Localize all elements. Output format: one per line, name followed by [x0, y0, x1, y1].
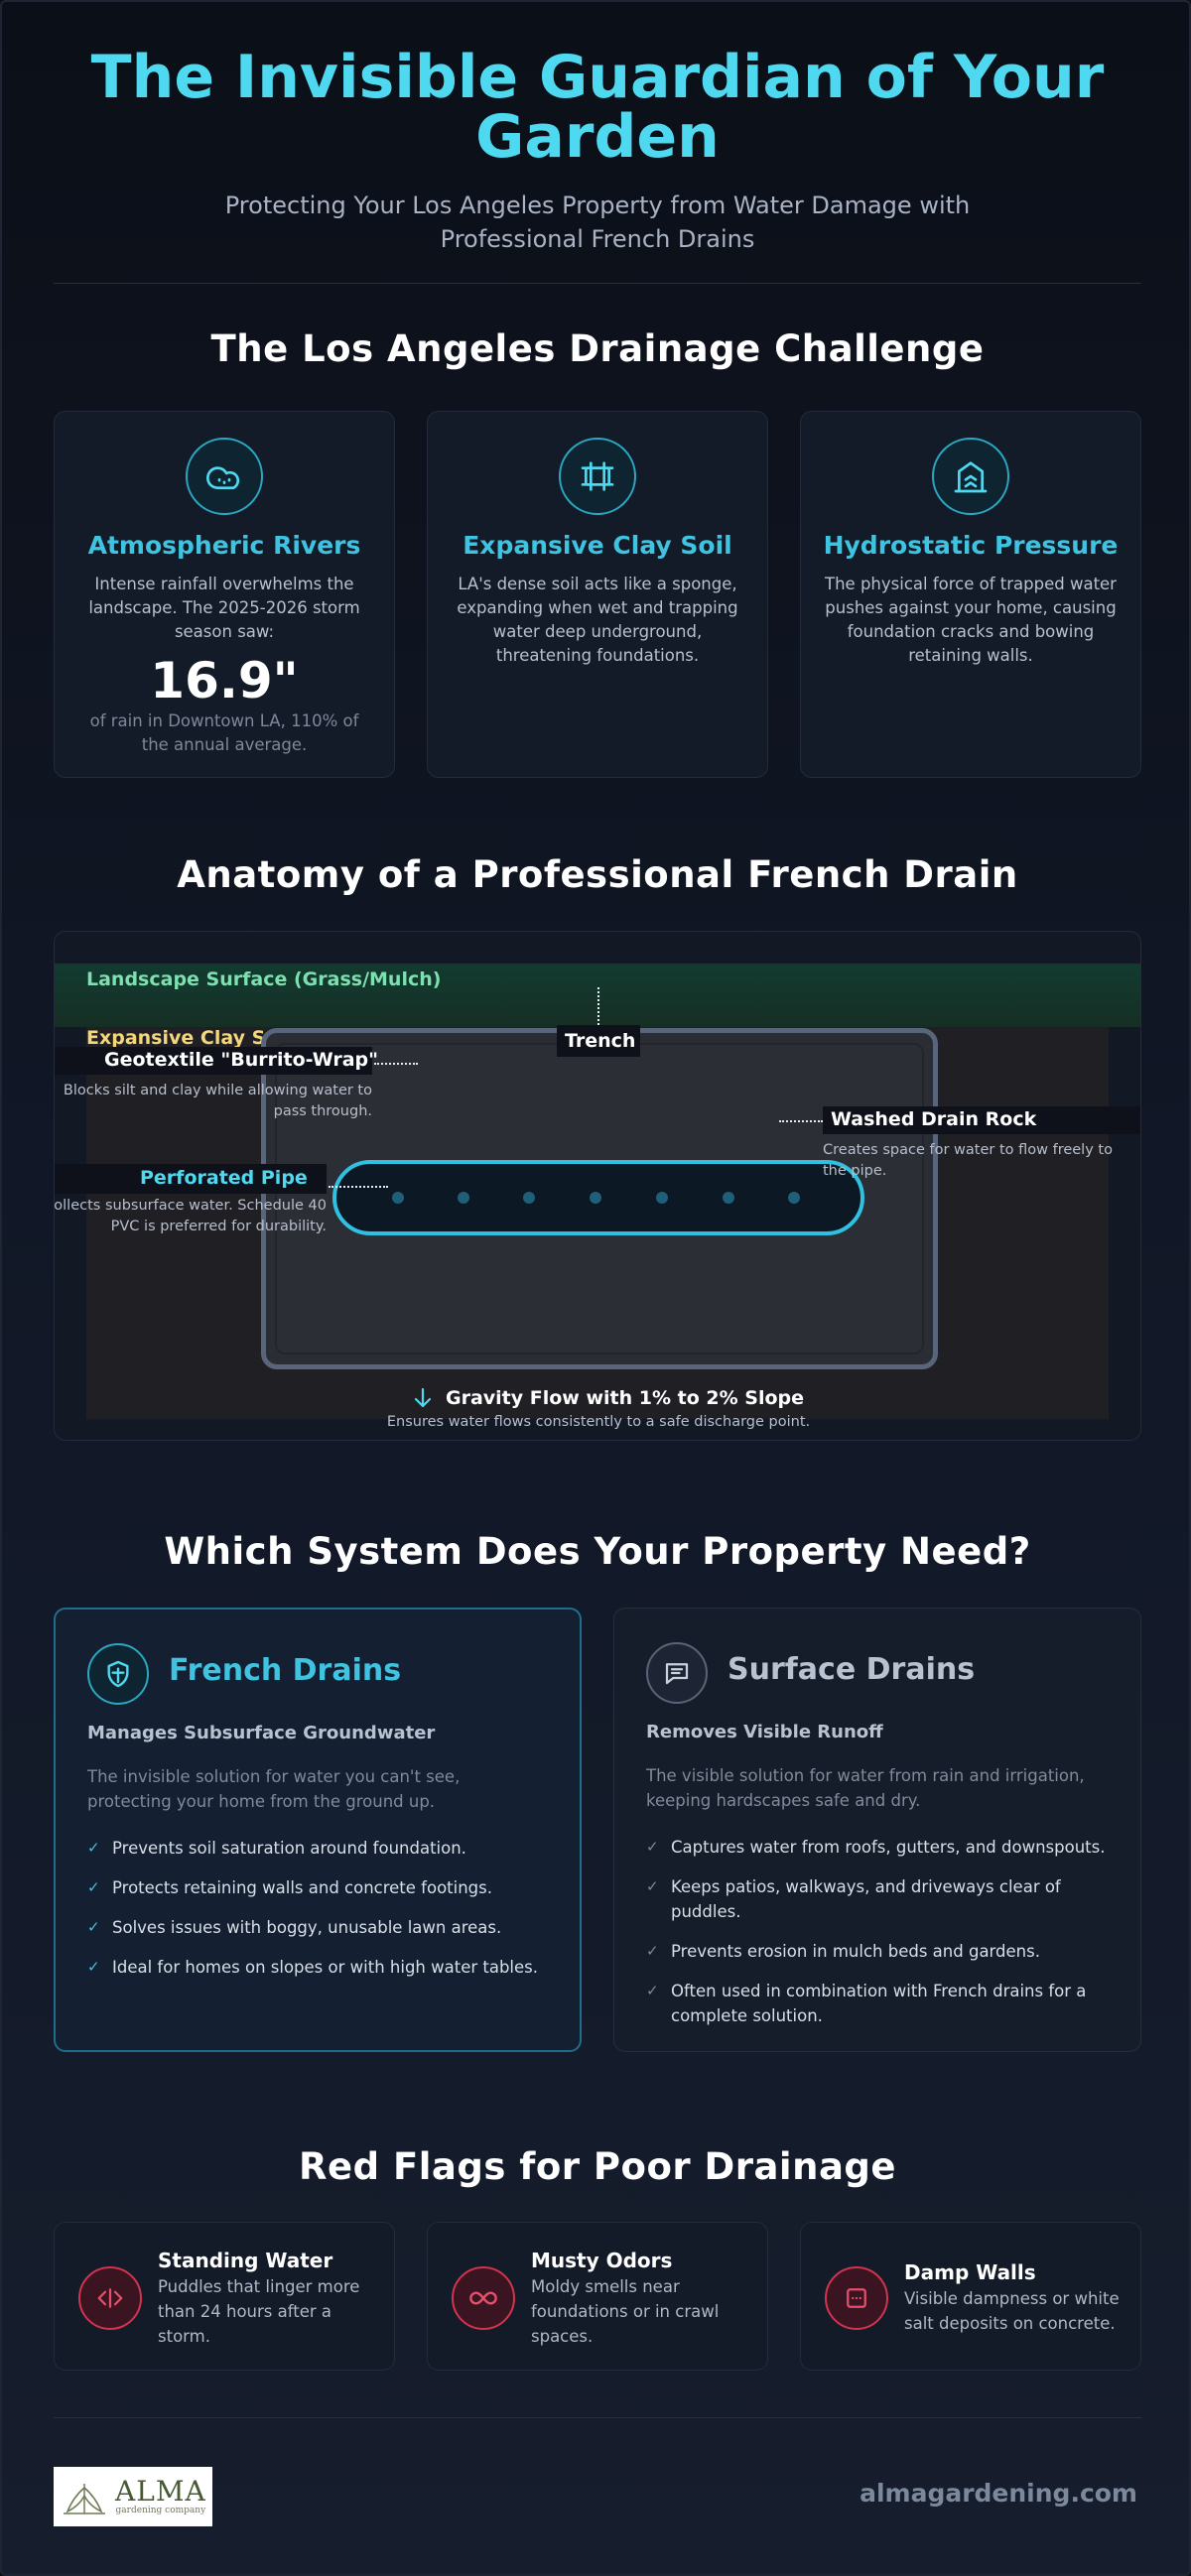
square-dots-icon [825, 2266, 888, 2330]
flag-text: Puddles that linger more than 24 hours a… [158, 2277, 360, 2346]
arrow-down-icon [412, 1386, 434, 1410]
flag-card-standing-water: Standing Water Puddles that linger more … [54, 2222, 395, 2371]
list-item: ✓Keeps patios, walkways, and driveways c… [646, 1877, 1061, 1921]
pipe-hole [523, 1192, 535, 1204]
flow-label: Gravity Flow with 1% to 2% Slope [446, 1387, 804, 1409]
list-item: ✓Ideal for homes on slopes or with high … [87, 1958, 538, 1977]
infinity-icon [452, 2266, 515, 2330]
card-text: LA's dense soil acts like a sponge, expa… [457, 575, 738, 665]
challenge-card-pressure: Hydrostatic Pressure The physical force … [800, 411, 1141, 778]
section-title-systems: Which System Does Your Property Need? [164, 1530, 1031, 1573]
section-title-challenge: The Los Angeles Drainage Challenge [210, 327, 985, 370]
page-subtitle: Protecting Your Los Angeles Property fro… [224, 192, 971, 253]
pipe-hole [723, 1192, 734, 1204]
challenge-card-clay: Expansive Clay Soil LA's dense soil acts… [427, 411, 768, 778]
flag-card-damp-walls: Damp Walls Visible dampness or white sal… [800, 2222, 1141, 2371]
surface-drains-title: Surface Drains [728, 1652, 976, 1687]
rain-stat-note: of rain in Downtown LA, 110% of the annu… [89, 711, 359, 754]
divider [54, 2417, 1141, 2418]
card-text: The physical force of trapped water push… [825, 575, 1117, 665]
french-drains-card: French Drains Manages Subsurface Groundw… [54, 1608, 582, 2052]
flag-title: Standing Water [158, 2249, 333, 2272]
card-title: Atmospheric Rivers [87, 531, 361, 560]
list-item: ✓Often used in combination with French d… [646, 1982, 1087, 2025]
list-item: ✓Prevents erosion in mulch beds and gard… [646, 1942, 1040, 1961]
flag-text: Visible dampness or white salt deposits … [904, 2289, 1120, 2333]
list-item: ✓Prevents soil saturation around foundat… [87, 1839, 466, 1858]
house-pressure-icon [932, 438, 1009, 515]
rain-stat: 16.9" [150, 652, 299, 709]
french-drain-diagram: Landscape Surface (Grass/Mulch) Expansiv… [54, 931, 1141, 1441]
page-title: The Invisible Guardian of Your Garden [90, 43, 1105, 172]
pipe-hole [656, 1192, 668, 1204]
geotextile-desc: Blocks silt and clay while allowing wate… [63, 1083, 372, 1119]
list-item: ✓Solves issues with boggy, unusable lawn… [87, 1918, 502, 1937]
flag-text: Moldy smells near foundations or in craw… [531, 2277, 720, 2346]
code-icon [78, 2266, 142, 2330]
surface-drains-desc: The visible solution for water from rain… [646, 1766, 1085, 1810]
pipe-hole [788, 1192, 800, 1204]
drain-rock-label: Washed Drain Rock [831, 1108, 1037, 1130]
section-title-anatomy: Anatomy of a Professional French Drain [177, 853, 1018, 896]
card-title: Expansive Clay Soil [463, 531, 732, 560]
soil-label: Expansive Clay Soil [86, 1027, 292, 1049]
flag-card-musty-odors: Musty Odors Moldy smells near foundation… [427, 2222, 768, 2371]
surface-drains-card: Surface Drains Removes Visible Runoff Th… [613, 1608, 1141, 2052]
surface-label: Landscape Surface (Grass/Mulch) [86, 968, 442, 990]
pipe-desc: Collects subsurface water. Schedule 40 P… [54, 1198, 327, 1234]
flow-desc: Ensures water flows consistently to a sa… [386, 1414, 811, 1430]
company-logo: ALMA gardening company [54, 2467, 212, 2526]
logo-text: ALMA [115, 2475, 206, 2508]
surface-drains-subtitle: Removes Visible Runoff [646, 1722, 883, 1742]
shield-icon [87, 1643, 149, 1705]
french-drains-benefits: ✓Prevents soil saturation around foundat… [87, 1836, 552, 1995]
pipe-hole [458, 1192, 469, 1204]
website-link[interactable]: almagardening.com [860, 2479, 1137, 2508]
section-title-flags: Red Flags for Poor Drainage [299, 2145, 896, 2188]
list-item: ✓Captures water from roofs, gutters, and… [646, 1838, 1106, 1857]
challenge-card-rivers: Atmospheric Rivers Intense rainfall over… [54, 411, 395, 778]
divider [54, 283, 1141, 284]
trench-pointer [597, 987, 599, 1025]
french-drains-desc: The invisible solution for water you can… [87, 1767, 461, 1811]
geotextile-label: Geotextile "Burrito-Wrap" [104, 1049, 379, 1071]
card-title: Hydrostatic Pressure [823, 531, 1119, 560]
flag-title: Damp Walls [904, 2260, 1036, 2284]
list-item: ✓Protects retaining walls and concrete f… [87, 1878, 492, 1897]
trench-label: Trench [565, 1030, 636, 1052]
drain-rock-desc: Creates space for water to flow freely t… [823, 1142, 1113, 1179]
pipe-label: Perforated Pipe [140, 1167, 308, 1189]
cloud-rain-icon [186, 438, 263, 515]
french-drains-subtitle: Manages Subsurface Groundwater [87, 1723, 436, 1743]
message-square-icon [646, 1642, 708, 1704]
flag-title: Musty Odors [531, 2249, 673, 2272]
card-text: Intense rainfall overwhelms the landscap… [88, 575, 360, 641]
pipe-hole [590, 1192, 601, 1204]
surface-drains-benefits: ✓Captures water from roofs, gutters, and… [646, 1835, 1113, 2043]
french-drains-title: French Drains [169, 1653, 402, 1688]
leaf-logo-icon [64, 2484, 105, 2514]
logo-subtext: gardening company [115, 2506, 206, 2515]
pipe-hole [392, 1192, 404, 1204]
layers-icon [559, 438, 636, 515]
